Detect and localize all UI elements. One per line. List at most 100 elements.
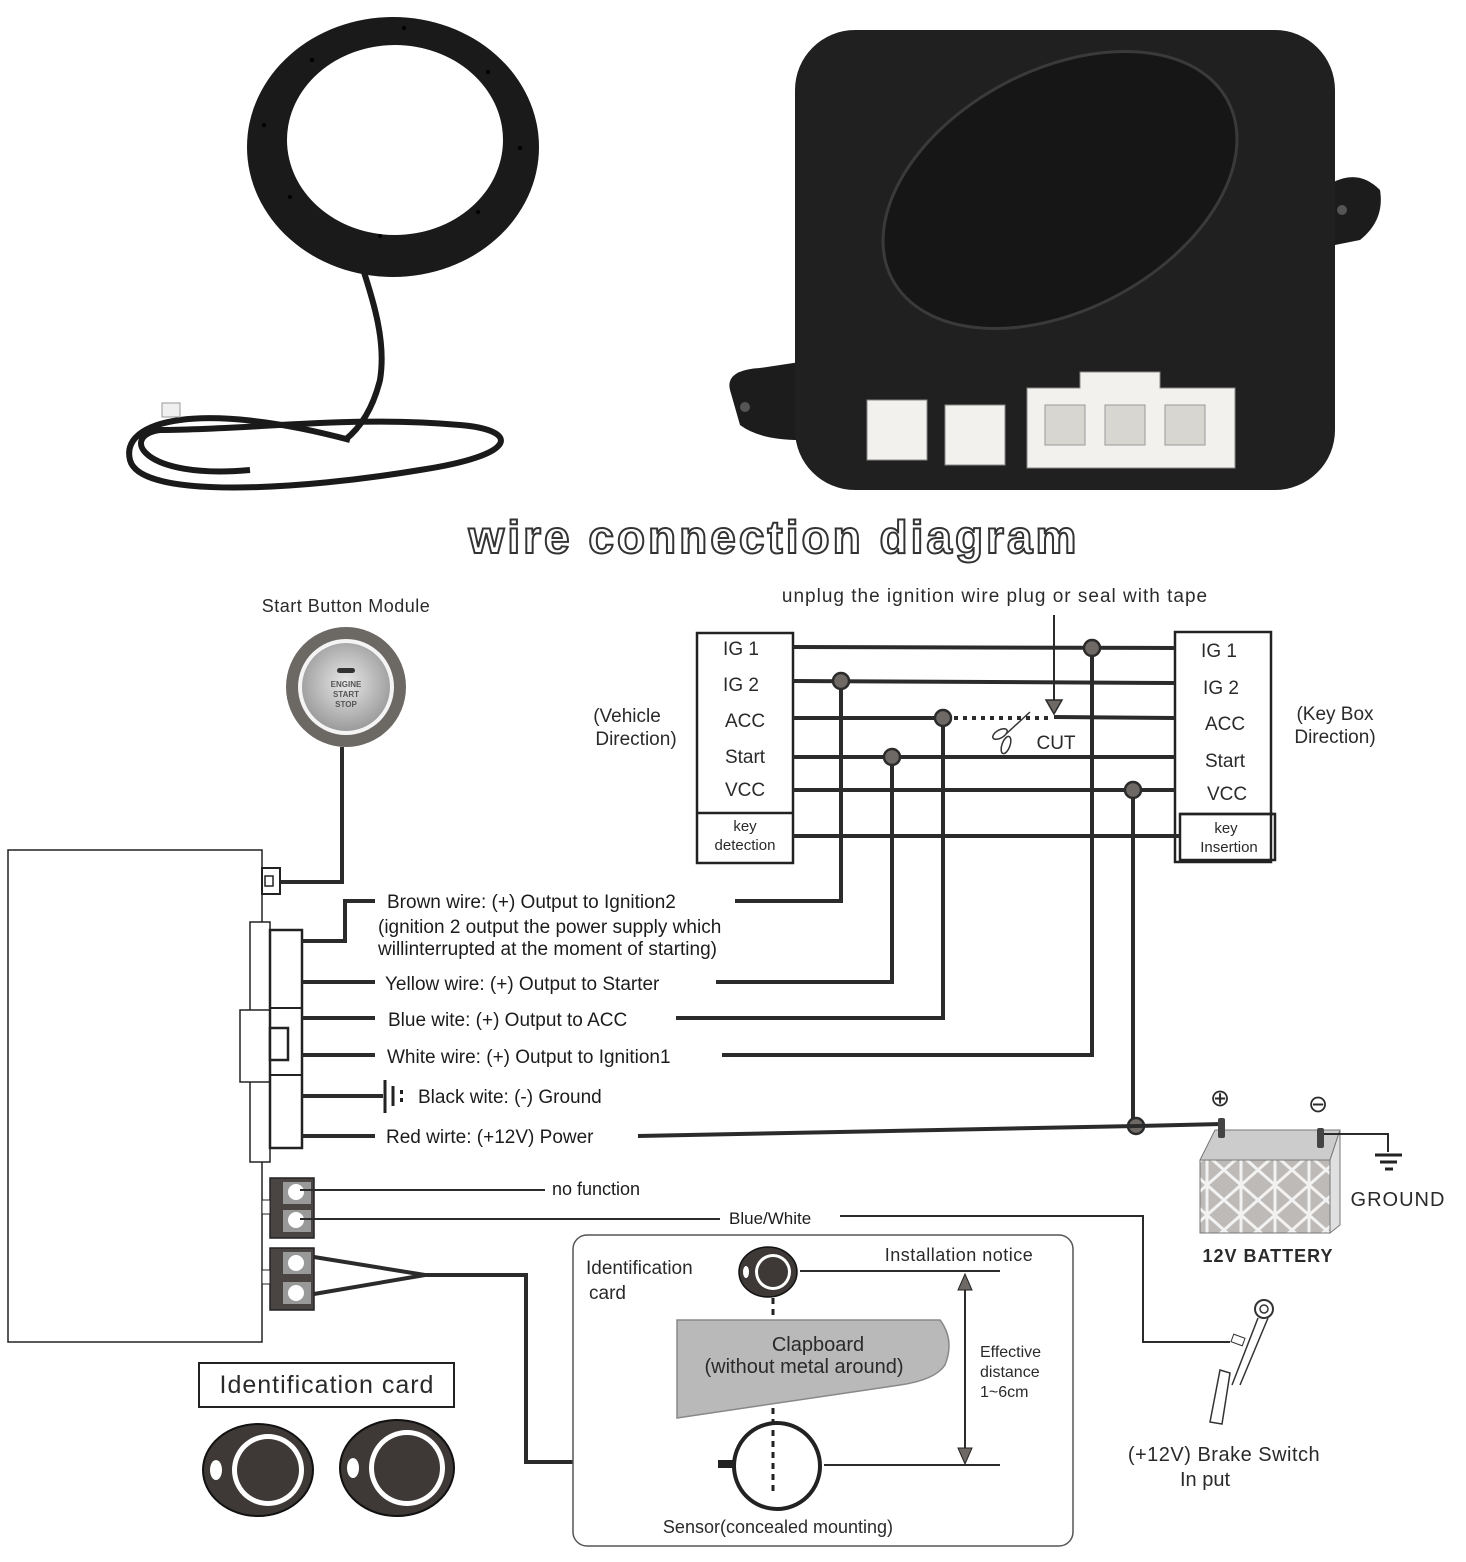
drop-brown [735,681,843,903]
keybox-direction-line1: (Key Box [1296,704,1374,725]
ground-symbol-icon [383,1080,403,1113]
drop-blue [676,718,945,1020]
bus-ig1 [792,645,1176,650]
bus-lines [792,645,1180,838]
label-black-wire: Black wite: (-) Ground [418,1087,602,1108]
start-button-cable [280,747,344,884]
sensor-wire-fork [313,1255,426,1296]
label-white-wire: White wire: (+) Output to Ignition1 [387,1047,671,1068]
main-module [7,849,263,1343]
connector-2pin-b [944,404,1006,466]
vehicle-pin-acc: ACC [725,711,765,732]
distance-arrow-icon [957,1272,973,1466]
keybox-direction-line2: Direction) [1294,727,1375,748]
sensor-label: Sensor(concealed mounting) [663,1517,893,1537]
junction-vcc [1123,780,1143,800]
vehicle-footer-line2: detection [715,837,776,854]
battery-label: 12V BATTERY [1202,1246,1333,1266]
vehicle-footer-line1: key [733,818,757,835]
start-button-label: Start Button Module [262,596,431,616]
install-id-card-icon [738,1246,798,1298]
unplug-note: unplug the ignition wire plug or seal wi… [782,586,1208,607]
junction-ig1 [1082,638,1102,658]
id-card-fob-2 [339,1419,455,1517]
label-blue-white: Blue/White [729,1209,811,1228]
battery-icon [1199,1118,1341,1235]
button-port [261,867,281,895]
start-button[interactable]: ENGINE START STOP [286,627,406,747]
label-brown-note-2: willinterrupted at the moment of startin… [377,939,717,960]
stub-brown [302,899,375,943]
aux-connector-lower [261,1247,315,1311]
harness-wires [302,899,1137,1138]
junction-ig2 [831,671,851,691]
drop-yellow [716,757,894,984]
clapboard-label-2: (without metal around) [705,1356,904,1378]
distance-label-2: distance [980,1364,1040,1381]
vertical-drops [676,648,1135,1126]
vehicle-pin-ig1: IG 1 [723,639,759,660]
battery-plus-icon: ⊕ [1210,1085,1230,1112]
clapboard-label-1: Clapboard [772,1334,864,1356]
earth-ground-icon [1375,1153,1402,1171]
button-text-start: START [333,690,359,699]
vehicle-pin-vcc: VCC [725,780,765,801]
brake-pedal-icon [1209,1299,1274,1425]
keybox-footer-line1: key [1214,820,1238,837]
junction-start [882,747,902,767]
wire-labels: Brown wire: (+) Output to Ignition2 (ign… [377,892,721,1148]
button-text-engine: ENGINE [331,680,362,689]
connector-2pin-a [866,399,928,461]
vehicle-direction-line1: (Vehicle [593,706,661,727]
keybox-pin-start: Start [1205,751,1246,772]
label-yellow-wire: Yellow wire: (+) Output to Starter [385,974,660,995]
ground-wire [1324,1133,1389,1152]
sensor-ring-photo [126,17,539,491]
vehicle-direction-line2: Direction) [595,729,676,750]
drop-white [722,648,1094,1057]
install-id-label-2: card [589,1283,626,1304]
keybox-pin-acc: ACC [1205,714,1245,735]
brake-label-2: In put [1180,1469,1230,1491]
label-blue-wire: Blue wite: (+) Output to ACC [388,1010,627,1031]
battery-minus-icon: ⊖ [1308,1091,1328,1118]
distance-label-1: Effective [980,1344,1041,1361]
label-no-function: no function [552,1179,640,1199]
keybox-pin-vcc: VCC [1207,784,1247,805]
blue-white-to-brake [840,1215,1230,1343]
arrow-down-icon [1044,699,1064,716]
vehicle-connector: IG 1 IG 2 ACC Start VCC key detection [695,631,795,865]
sensor-plug [161,402,181,418]
junction-acc [933,708,953,728]
vehicle-pin-ig2: IG 2 [723,675,759,696]
label-brown-note-1: (ignition 2 output the power supply whic… [378,917,721,938]
label-red-wire: Red wirte: (+12V) Power [386,1127,594,1148]
bus-ig2 [792,679,1176,685]
id-card-title: Identification card [220,1371,435,1399]
scissors-icon [992,711,1031,755]
diagram-title: wire connection diagram [468,511,1080,563]
vehicle-pin-start: Start [725,747,766,768]
brake-label-1: (+12V) Brake Switch [1128,1444,1320,1466]
install-id-label-1: Identification [586,1258,693,1279]
keybox-footer-line2: Insertion [1200,839,1258,856]
installation-notice-label: Installation notice [885,1245,1034,1265]
distance-label-3: 1~6cm [980,1384,1028,1401]
keybox-connector: IG 1 IG 2 ACC Start VCC key Insertion [1173,630,1277,864]
clapboard-shape [676,1319,950,1419]
ground-label: GROUND [1351,1189,1446,1211]
harness-connector [239,921,304,1163]
aux-connector-upper [261,1177,315,1239]
control-box-photo [729,30,1381,490]
keybox-pin-ig1: IG 1 [1201,641,1237,662]
bus-acc-keybox [1053,715,1176,720]
cut-label: CUT [1036,733,1075,754]
label-brown-wire: Brown wire: (+) Output to Ignition2 [387,892,676,913]
id-card-title-box [198,1362,455,1408]
red-to-junction [637,1124,1137,1138]
indicator-led-icon [337,668,355,673]
sensor-ring-icon [718,1421,822,1511]
button-text-stop: STOP [335,700,357,709]
id-card-fob-1 [202,1423,314,1517]
